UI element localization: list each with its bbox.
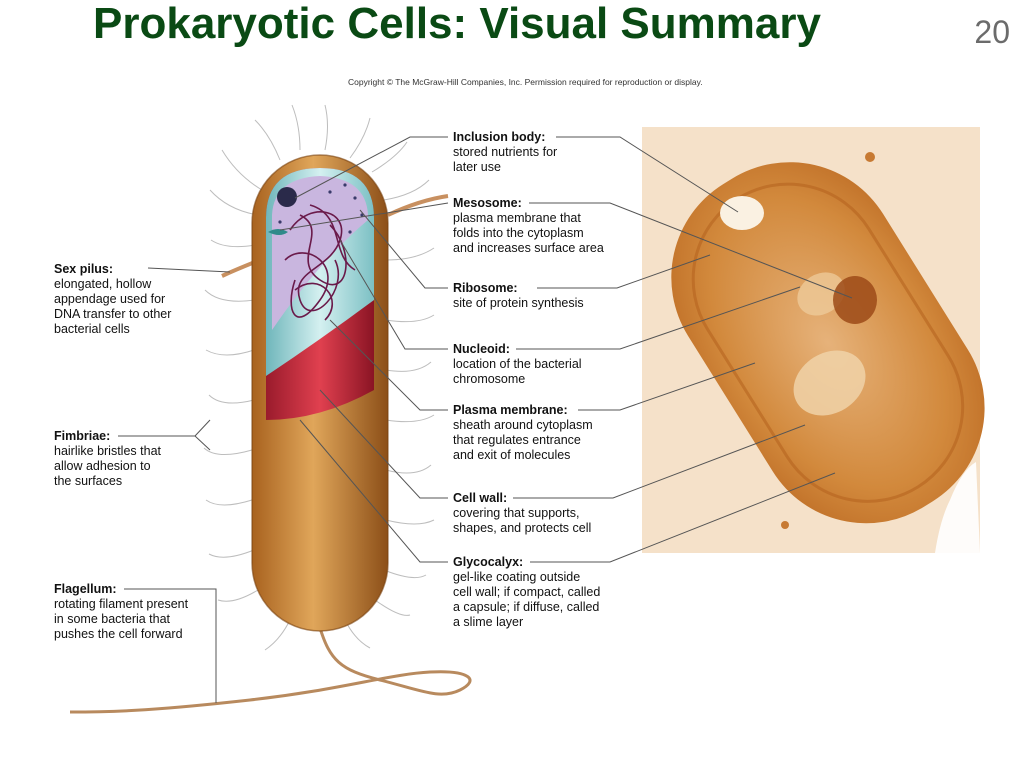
label-flagellum: Flagellum: rotating filament present in … <box>54 582 188 642</box>
plasma-membrane-desc: sheath around cytoplasm that regulates e… <box>453 418 593 462</box>
label-sex-pilus: Sex pilus: elongated, hollow appendage u… <box>54 262 171 337</box>
mesosome-shape <box>268 229 288 235</box>
mesosome-desc: plasma membrane that folds into the cyto… <box>453 211 604 255</box>
flagellum-desc: rotating filament present in some bacter… <box>54 597 189 641</box>
cell-wall-term: Cell wall: <box>453 491 508 505</box>
label-glycocalyx: Glycocalyx: gel-like coating outside cel… <box>453 555 600 630</box>
leader-lines <box>118 136 853 703</box>
nucleoid-desc: location of the bacterial chromosome <box>453 357 582 386</box>
label-nucleoid: Nucleoid: location of the bacterial chro… <box>453 342 582 387</box>
label-cell-wall: Cell wall: covering that supports, shape… <box>453 491 591 536</box>
bacterium-illustration <box>69 104 472 714</box>
glycocalyx-desc: gel-like coating outside cell wall; if c… <box>453 570 601 629</box>
inclusion-granule <box>720 196 764 230</box>
micrograph-cell <box>671 162 985 524</box>
sex-pilus-strand <box>387 194 449 217</box>
label-plasma-membrane: Plasma membrane: sheath around cytoplasm… <box>453 403 593 463</box>
nucleoid-dna <box>284 204 356 321</box>
cytoplasm <box>272 176 368 330</box>
label-inclusion-body: Inclusion body: stored nutrients for lat… <box>453 130 557 175</box>
ribosome-desc: site of protein synthesis <box>453 296 584 310</box>
mesosome-term: Mesosome: <box>453 196 522 210</box>
fimbriae-desc: hairlike bristles that allow adhesion to… <box>54 444 161 488</box>
mesosome-spot <box>833 276 877 324</box>
ribosome-term: Ribosome: <box>453 281 518 295</box>
flagellum-term: Flagellum: <box>54 582 117 596</box>
glycocalyx-term: Glycocalyx: <box>453 555 524 569</box>
fimbriae-term: Fimbriae: <box>54 429 111 443</box>
sex-pilus-term: Sex pilus: <box>54 262 114 276</box>
nucleoid-term: Nucleoid: <box>453 342 510 356</box>
inclusion-body-shape <box>277 187 297 207</box>
inclusion-body-term: Inclusion body: <box>453 130 546 144</box>
ribosomes <box>278 183 364 234</box>
flagellum-strand <box>69 627 472 714</box>
label-fimbriae: Fimbriae: hairlike bristles that allow a… <box>54 429 161 489</box>
inclusion-body-desc: stored nutrients for later use <box>453 145 558 174</box>
sex-pilus-desc: elongated, hollow appendage used for DNA… <box>54 277 172 336</box>
slide-title: Prokaryotic Cells: Visual Summary <box>93 0 821 48</box>
copyright-notice: Copyright © The McGraw-Hill Companies, I… <box>348 77 703 87</box>
micrograph <box>642 127 985 553</box>
cell-wall-desc: covering that supports, shapes, and prot… <box>453 506 592 535</box>
label-ribosome: Ribosome: site of protein synthesis <box>453 281 584 311</box>
label-mesosome: Mesosome: plasma membrane that folds int… <box>453 196 604 256</box>
fimbriae-hairs <box>203 104 435 651</box>
slide-number: 20 <box>974 14 1010 50</box>
plasma-membrane-term: Plasma membrane: <box>453 403 568 417</box>
